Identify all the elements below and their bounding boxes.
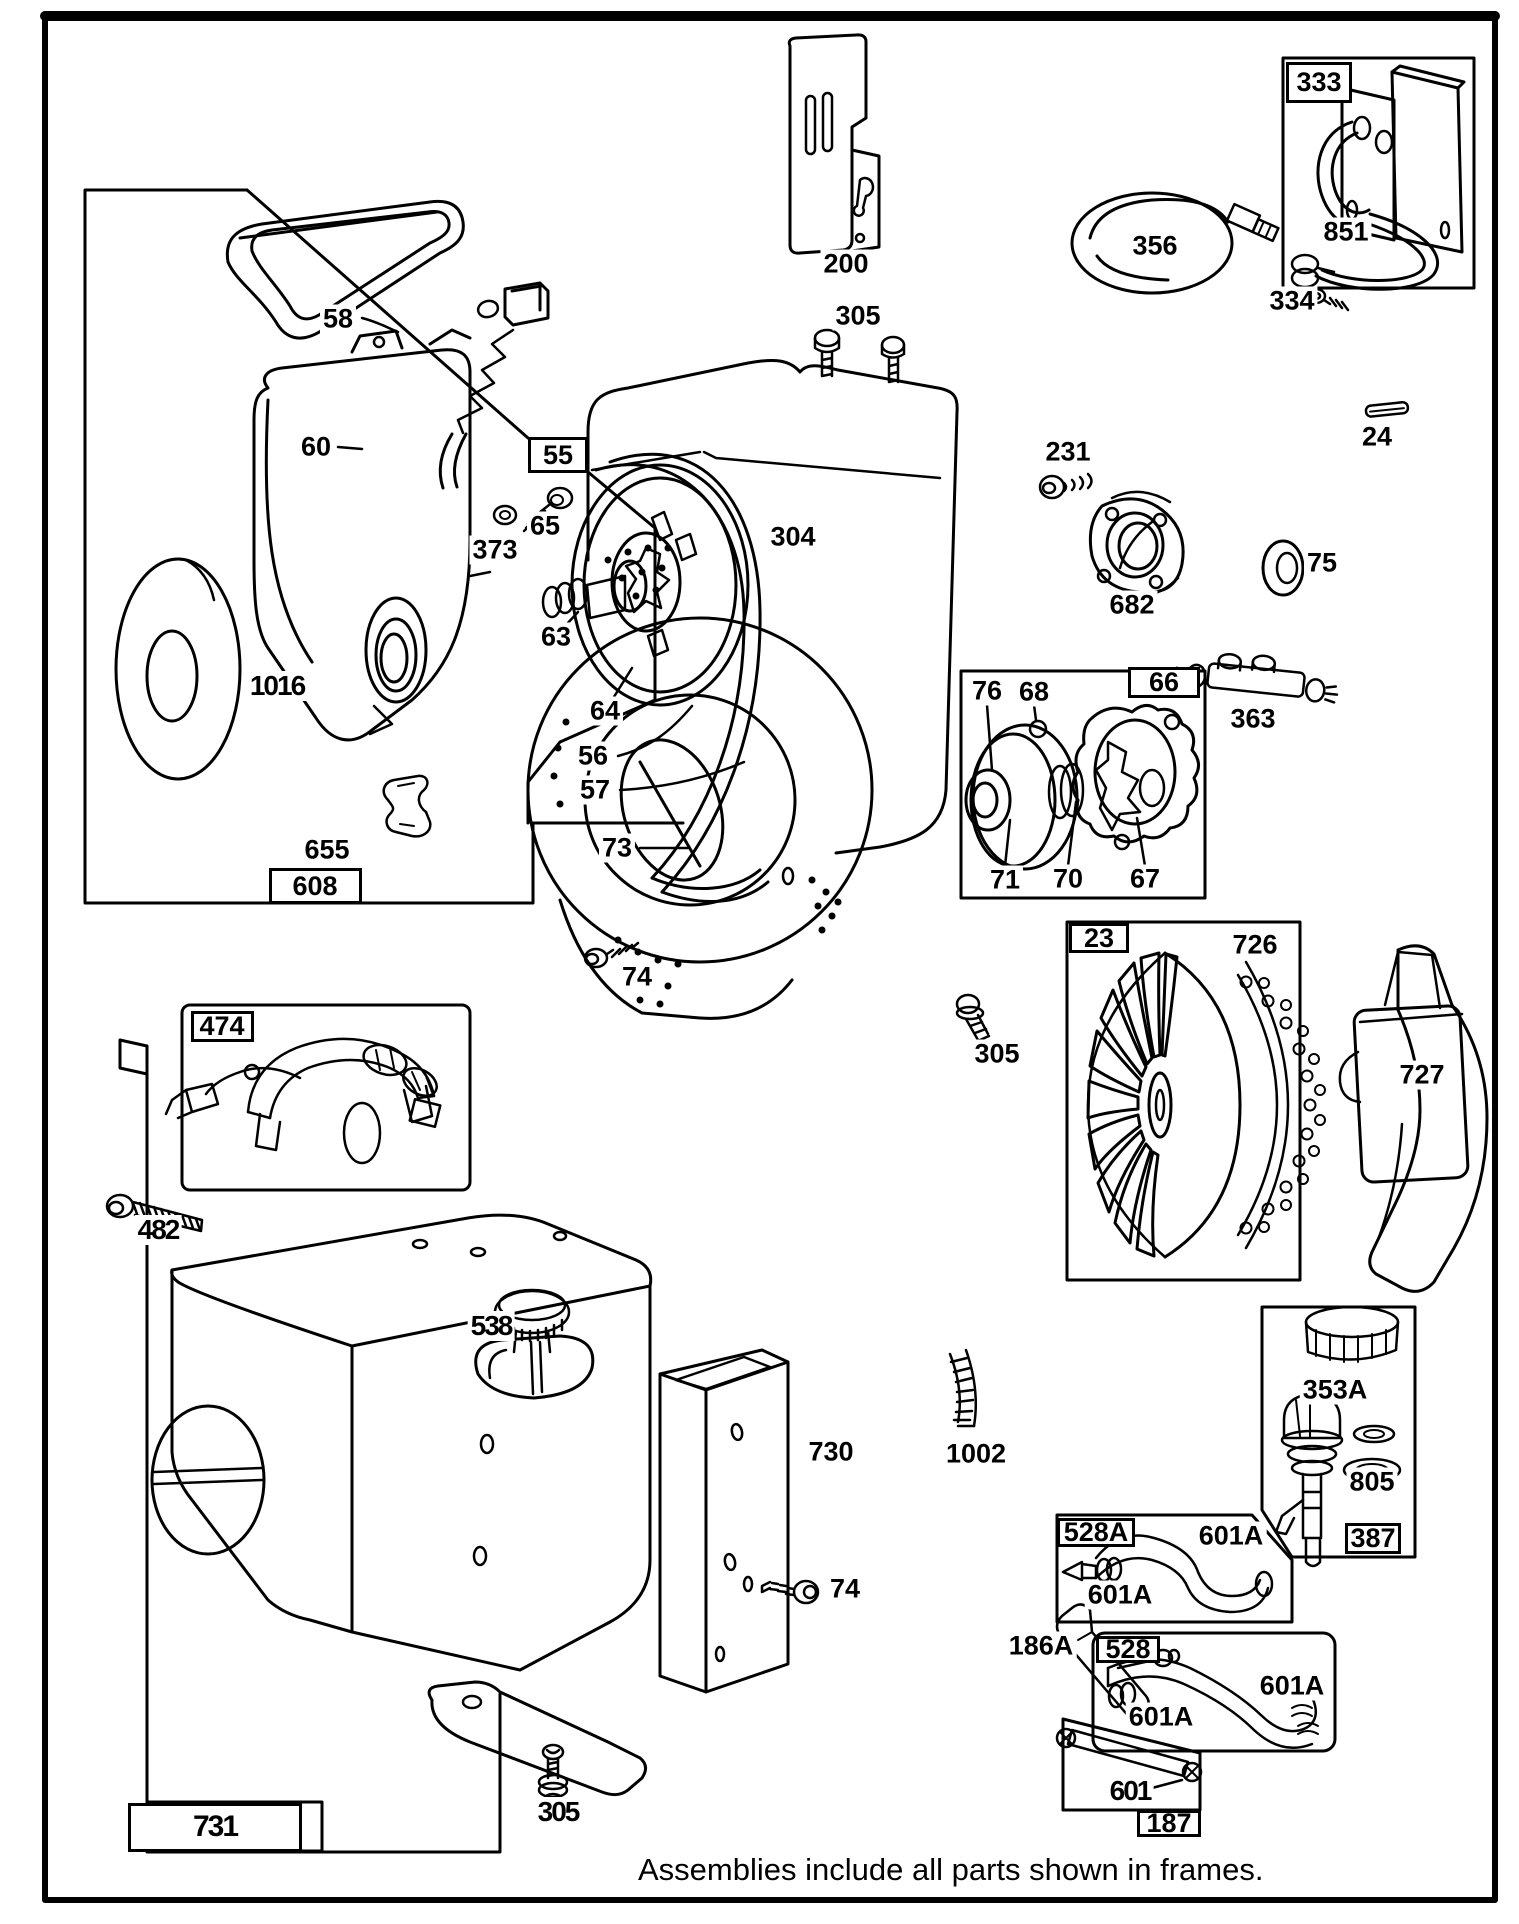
part-label-67: 67 <box>1126 864 1164 894</box>
bolt-74-low-art <box>742 1575 820 1605</box>
part-label-75: 75 <box>1303 548 1341 578</box>
part-label-73: 73 <box>598 833 636 863</box>
armature-474-art <box>164 1037 442 1165</box>
fuel-tank-art <box>150 1213 653 1797</box>
part-label-601A-4: 601A <box>1125 1702 1197 1732</box>
part-label-305-mid: 305 <box>971 1039 1023 1069</box>
part-label-1002: 1002 <box>942 1439 1010 1469</box>
part-label-333: 333 <box>1286 61 1352 103</box>
part-label-727: 727 <box>1396 1060 1448 1090</box>
part-label-474: 474 <box>190 1010 254 1042</box>
pin-24-art <box>1364 400 1410 418</box>
spacer-1002-art <box>948 1348 978 1428</box>
part-label-482: 482 <box>134 1215 182 1245</box>
part-label-601: 601 <box>1106 1776 1154 1806</box>
part-label-70: 70 <box>1049 864 1087 894</box>
part-label-57: 57 <box>576 775 614 805</box>
assembly-frame-474 <box>180 1003 472 1192</box>
part-label-76: 76 <box>968 676 1006 706</box>
assembly-frame-528 <box>1091 1631 1337 1753</box>
hose-187-art <box>1055 1727 1203 1783</box>
part-label-187: 187 <box>1137 1809 1201 1837</box>
part-label-353A: 353A <box>1299 1375 1371 1405</box>
part-label-363: 363 <box>1227 704 1279 734</box>
shroud-727-art <box>1338 944 1489 1293</box>
bolt-305-mid-art <box>955 993 991 1042</box>
blower-housing-304-art <box>526 358 959 1020</box>
recoil-housing-art <box>114 328 494 838</box>
bolt-231-art <box>1038 472 1093 500</box>
part-label-805: 805 <box>1346 1467 1398 1497</box>
part-label-74-mid: 74 <box>618 962 656 992</box>
starter-clutch-art <box>492 463 750 707</box>
part-label-601A-2: 601A <box>1084 1580 1156 1610</box>
assembly-frame-387 <box>1260 1305 1417 1559</box>
ring-gear-teeth <box>1239 975 1326 1235</box>
page-border <box>40 11 1500 1903</box>
starter-handle-333-art <box>1290 64 1466 291</box>
grommet-75-art <box>1261 539 1305 597</box>
part-label-74-low: 74 <box>826 1574 864 1604</box>
part-label-730: 730 <box>805 1437 857 1467</box>
recoil-handle-art <box>225 199 550 490</box>
screw-305-bottom-art <box>537 1743 569 1804</box>
chute-bracket-730-art <box>658 1348 790 1694</box>
part-label-305-top: 305 <box>832 301 884 331</box>
part-label-64: 64 <box>586 696 624 726</box>
part-label-731: 731 <box>128 1802 302 1852</box>
part-label-24: 24 <box>1358 422 1396 452</box>
part-label-68: 68 <box>1015 677 1053 707</box>
part-label-601A-1: 601A <box>1195 1521 1267 1551</box>
part-label-1016: 1016 <box>246 671 308 701</box>
housing-vent-dots <box>550 544 842 1008</box>
stop-switch-wire-356-art <box>1070 191 1280 295</box>
part-label-304: 304 <box>767 522 819 552</box>
part-label-608: 608 <box>268 868 362 904</box>
part-label-528A: 528A <box>1057 1517 1135 1547</box>
part-label-356: 356 <box>1129 231 1181 261</box>
part-label-65: 65 <box>526 511 564 541</box>
part-label-56: 56 <box>574 741 612 771</box>
part-label-601A-3: 601A <box>1256 1671 1328 1701</box>
part-label-655: 655 <box>301 835 353 865</box>
part-label-63: 63 <box>537 622 575 652</box>
assembly-frame-66 <box>959 669 1207 900</box>
bracket-200-art <box>787 33 881 255</box>
assembly-frame-528A <box>1055 1513 1294 1624</box>
assemblies-note: Assemblies include all parts shown in fr… <box>638 1852 1264 1887</box>
assembly-frame-23 <box>1065 920 1302 1282</box>
part-label-528: 528 <box>1096 1635 1160 1663</box>
part-label-726: 726 <box>1229 930 1281 960</box>
part-label-71: 71 <box>986 865 1024 895</box>
bolt-74-mid-art <box>583 941 640 969</box>
part-label-373: 373 <box>469 535 521 565</box>
part-label-851: 851 <box>1320 217 1372 247</box>
part-label-55: 55 <box>528 437 588 473</box>
flywheel-23-art <box>1086 951 1326 1259</box>
part-label-305-bot: 305 <box>534 1797 582 1827</box>
part-label-66: 66 <box>1128 666 1200 698</box>
part-label-538: 538 <box>467 1311 515 1341</box>
part-label-200: 200 <box>820 249 872 279</box>
part-label-60: 60 <box>297 432 335 462</box>
part-label-23: 23 <box>1069 923 1129 953</box>
part-label-387: 387 <box>1345 1522 1401 1554</box>
drive-belt-art <box>594 452 770 903</box>
part-label-231: 231 <box>1042 437 1094 467</box>
part-label-58: 58 <box>319 304 357 334</box>
bolt-305-top-art <box>813 328 906 384</box>
part-label-334: 334 <box>1266 286 1318 316</box>
leader-lines <box>336 316 1184 1790</box>
part-label-186A: 186A <box>1005 1631 1077 1661</box>
part-label-682: 682 <box>1106 590 1158 620</box>
